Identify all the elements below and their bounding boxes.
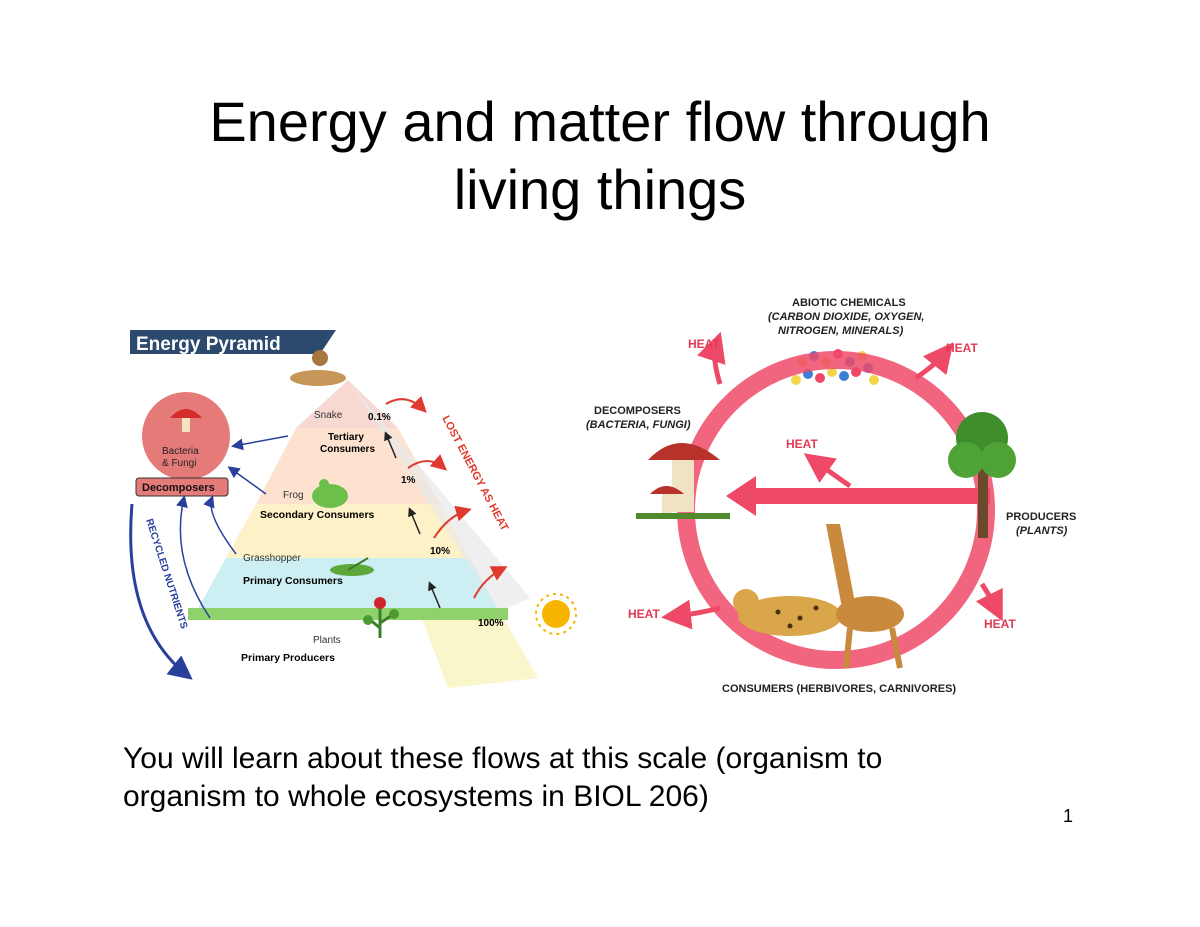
- heat-arrow-2: [407, 454, 448, 471]
- heat-arrow-top-left: [697, 331, 726, 385]
- heat-arrow-4: [473, 566, 508, 599]
- pyramid-level-producers: [196, 558, 500, 612]
- decomposer-circle-line1: Bacteria: [162, 446, 199, 457]
- level-name-secondary: Secondary Consumers: [260, 509, 375, 521]
- pyramid-banner-text: Energy Pyramid: [136, 334, 281, 355]
- grass-strip: [188, 608, 508, 620]
- heat-label-1: HEAT: [688, 337, 720, 351]
- level-organism-plants: Plants: [313, 635, 341, 646]
- body-line-2: organism to whole ecosystems in BIOL 206…: [123, 780, 709, 813]
- heat-arrow-center: [803, 453, 852, 489]
- grasshopper-icon: [330, 557, 374, 576]
- level-organism-grasshopper: Grasshopper: [243, 553, 301, 564]
- mushroom-decomposer-icon: [636, 443, 730, 519]
- consumers-label: CONSUMERS (HERBIVORES, CARNIVORES): [722, 683, 956, 695]
- pyramid-side-face: [348, 380, 530, 612]
- decomposers-label: Decomposers: [142, 482, 215, 494]
- recycled-nutrients-label: RECYCLED NUTRIENTS: [143, 518, 189, 631]
- level-name-producers: Primary Producers: [241, 652, 335, 664]
- sun-icon: [535, 593, 577, 635]
- percent-producers: 100%: [478, 618, 504, 629]
- heat-label-2: HEAT: [946, 341, 978, 355]
- leopard-icon: [733, 589, 842, 636]
- decomposers-line-1: DECOMPOSERS: [594, 405, 681, 417]
- heat-label-4: HEAT: [628, 607, 660, 621]
- heat-arrow-bottom-right: [975, 582, 1003, 622]
- heat-arrow-top-right: [914, 342, 954, 381]
- to-decomposer-arrow-4: [176, 495, 211, 619]
- level-organism-snake: Snake: [314, 410, 343, 421]
- heat-arrow-bottom-left: [661, 599, 721, 630]
- frog-icon: [312, 479, 348, 508]
- abiotic-line-1: ABIOTIC CHEMICALS: [792, 297, 906, 309]
- rose-plant-icon: [363, 597, 399, 638]
- to-decomposer-arrow-1: [231, 435, 289, 451]
- producers-line-1: PRODUCERS: [1006, 511, 1076, 523]
- heat-arrow-3: [433, 505, 472, 539]
- giraffe-icon: [826, 524, 904, 669]
- slide-body-text: You will learn about these flows at this…: [123, 740, 1063, 816]
- center-arrowhead: [726, 476, 756, 516]
- to-decomposer-arrow-2: [227, 466, 267, 495]
- decomposer-circle: Bacteria & Fungi: [142, 392, 230, 480]
- title-line-2: living things: [453, 158, 747, 221]
- energy-up-arrow-3: [428, 581, 441, 609]
- level-name-tertiary-2: Consumers: [320, 444, 375, 455]
- percent-secondary: 1%: [401, 475, 416, 486]
- page-number: 1: [1063, 806, 1074, 826]
- to-decomposer-arrow-3: [203, 495, 237, 555]
- decomposers-line-2: (BACTERIA, FUNGI): [586, 419, 691, 431]
- energy-pyramid-figure: Energy Pyramid Snake Tertiary Consumers …: [129, 330, 577, 688]
- nutrient-cycle-figure: ABIOTIC CHEMICALS (CARBON DIOXIDE, OXYGE…: [586, 297, 1076, 695]
- percent-tertiary: 0.1%: [368, 412, 391, 423]
- abiotic-line-3: NITROGEN, MINERALS): [778, 325, 904, 337]
- body-line-1: You will learn about these flows at this…: [123, 742, 883, 775]
- sunlight-beam: [418, 608, 538, 688]
- energy-up-arrow-1: [384, 431, 397, 459]
- mushroom-icon: [170, 409, 202, 418]
- snake-icon: [290, 350, 346, 386]
- pyramid-banner: Energy Pyramid: [130, 330, 336, 355]
- pyramid-level-primary: [226, 504, 470, 558]
- tree-producer-icon: [948, 412, 1016, 538]
- title-line-1: Energy and matter flow through: [209, 90, 991, 153]
- heat-label-3: HEAT: [786, 437, 818, 451]
- heat-label-5: HEAT: [984, 617, 1016, 631]
- percent-primary: 10%: [430, 546, 450, 557]
- level-name-primary: Primary Consumers: [243, 575, 343, 587]
- level-name-tertiary-1: Tertiary: [328, 432, 364, 443]
- slide-title: Energy and matter flow through living th…: [0, 88, 1200, 224]
- recycled-nutrients-arrow: [129, 503, 193, 680]
- level-organism-frog: Frog: [283, 490, 304, 501]
- abiotic-line-2: (CARBON DIOXIDE, OXYGEN,: [768, 311, 924, 323]
- producers-line-2: (PLANTS): [1016, 525, 1068, 537]
- energy-up-arrow-2: [408, 507, 421, 535]
- decomposer-circle-line2: & Fungi: [162, 458, 196, 469]
- heat-arrow-1: [385, 395, 427, 413]
